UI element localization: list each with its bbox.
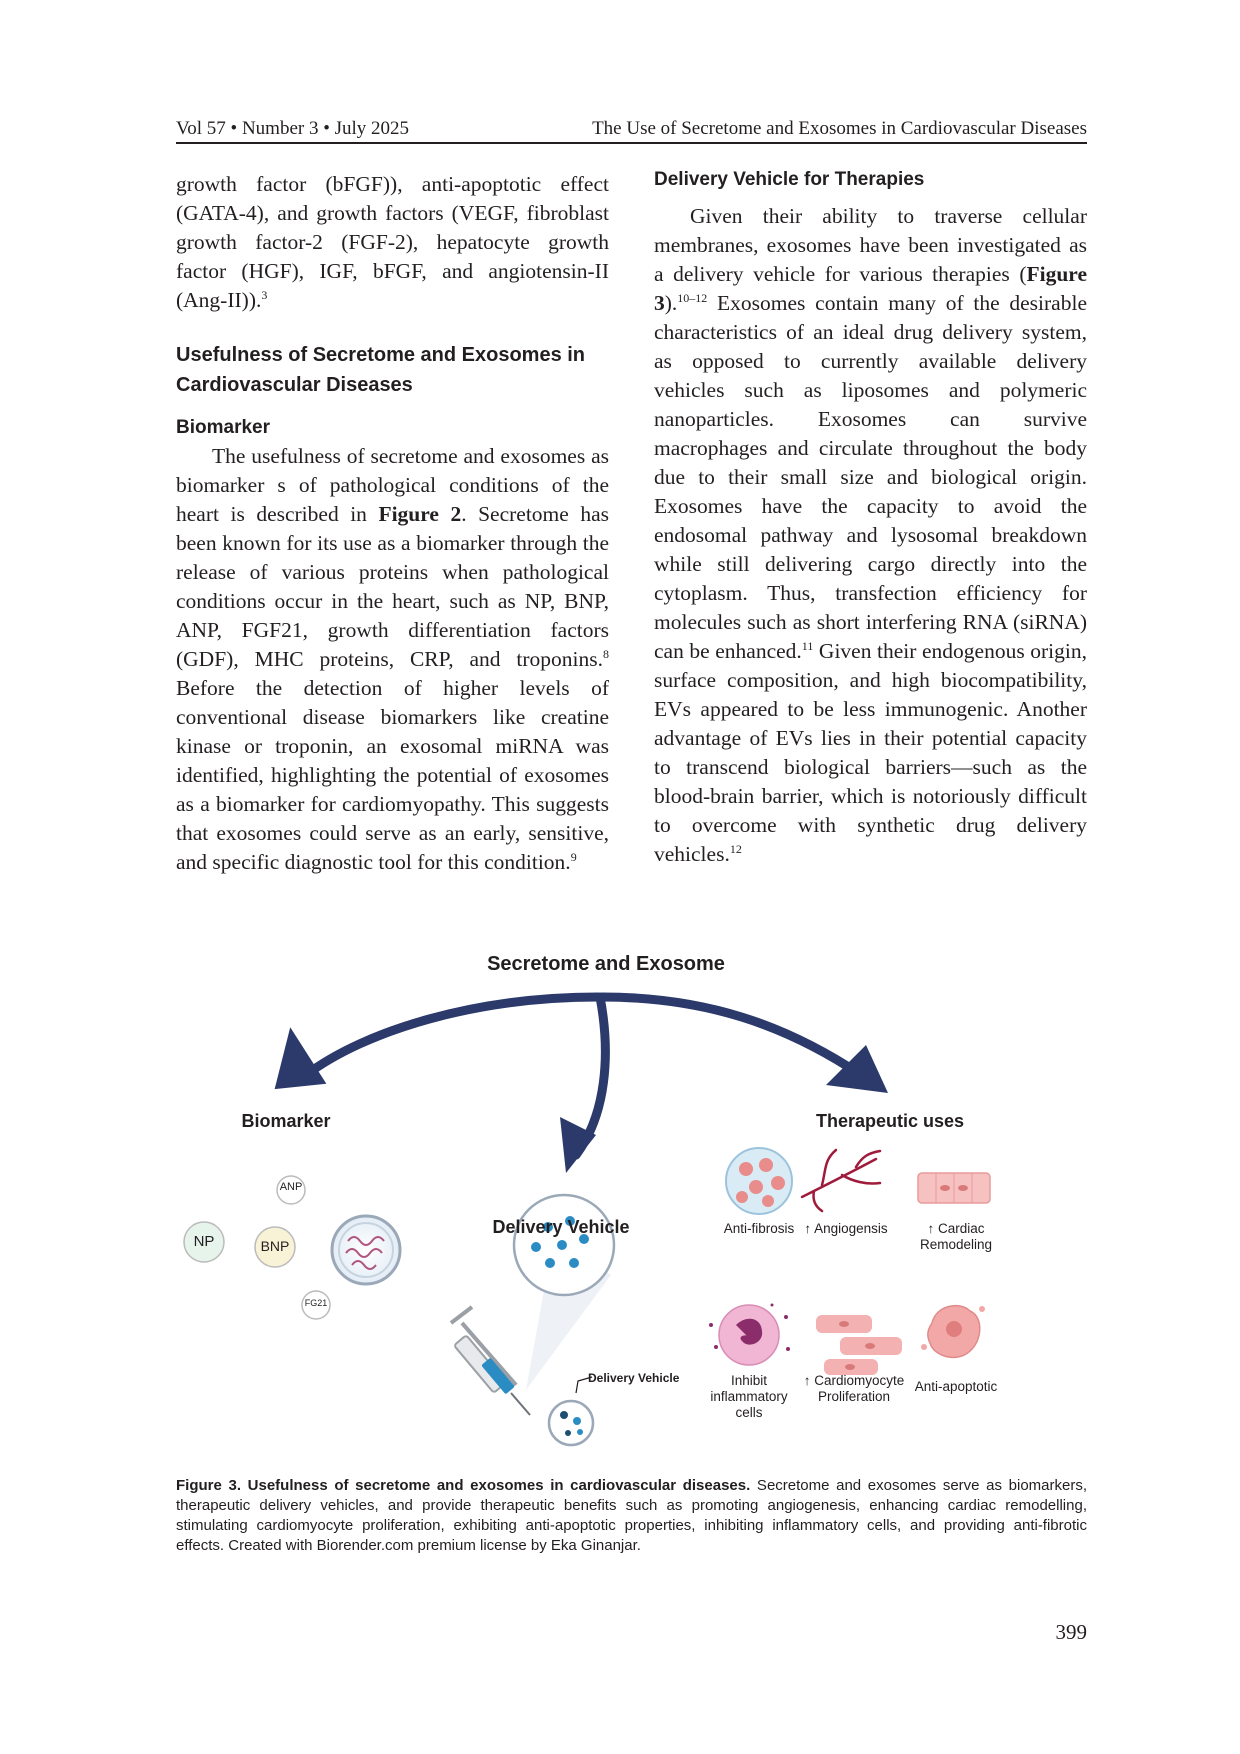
reference-11[interactable]: 11 <box>801 639 814 653</box>
reference-10-12[interactable]: 10–12 <box>677 291 708 305</box>
cardiac-remodeling-icon <box>917 1172 991 1204</box>
np-label: NP <box>193 1233 215 1250</box>
delivery-vehicle-small-label: Delivery Vehicle <box>588 1371 680 1385</box>
cardiac-remodeling-label-1: ↑ Cardiac <box>927 1221 985 1236</box>
biomarker-text-3: Before the detection of higher levels of… <box>176 676 609 874</box>
figure-3-link[interactable]: Figure 3 <box>654 262 1087 315</box>
running-title: The Use of Secretome and Exosomes in Car… <box>592 118 1087 139</box>
anti-fibrosis-label: Anti-fibrosis <box>723 1221 795 1236</box>
np-molecule <box>183 1221 225 1263</box>
arrow-to-therapeutic <box>597 992 888 1093</box>
right-column: Delivery Vehicle for Therapies Given the… <box>654 169 1087 869</box>
anp-molecule <box>276 1175 306 1205</box>
biomarker-text-1: The usefulness of secretome and exosomes… <box>176 444 609 526</box>
anti-apoptotic-label: Anti-apoptotic <box>914 1379 998 1394</box>
reference-8[interactable]: 8 <box>603 647 609 661</box>
inhibit-label-3: cells <box>735 1405 763 1420</box>
proliferation-label-1: ↑ Cardiomyocyte <box>803 1373 905 1388</box>
cardiac-remodeling-label-2: Remodeling <box>919 1237 993 1252</box>
arrow-to-delivery <box>560 992 610 1173</box>
caption-label: Figure 3. Usefulness of secretome and ex… <box>176 1477 751 1494</box>
biomarker-text-2: . Secretome has been known for its use a… <box>176 502 609 671</box>
delivery-paragraph: Given their ability to traverse cellular… <box>654 202 1087 869</box>
reference-3[interactable]: 3 <box>261 288 268 302</box>
proliferation-label-2: Proliferation <box>817 1389 891 1404</box>
delivery-text-1: Given their ability to traverse cellular… <box>654 204 1087 286</box>
page-number: 399 <box>1055 1620 1088 1644</box>
biomarker-heading: Biomarker <box>241 1111 331 1131</box>
delivery-leader-line <box>575 1376 593 1394</box>
section-heading: Usefulness of Secretome and Exosomes in … <box>176 344 586 396</box>
cardiomyocyte-proliferation-icon <box>816 1315 902 1375</box>
caption-text: Secretome and exosomes serve as biomarke… <box>176 1477 1087 1554</box>
bnp-label: BNP <box>260 1238 290 1254</box>
left-column: growth factor (bFGF)), anti-apoptotic ef… <box>176 170 609 877</box>
therapeutic-heading: Therapeutic uses <box>815 1111 965 1131</box>
reference-12[interactable]: 12 <box>729 842 742 856</box>
vesicle-zoom-icon <box>512 1193 616 1297</box>
figure-caption: Figure 3. Usefulness of secretome and ex… <box>176 1476 1087 1556</box>
anti-apoptotic-icon <box>921 1304 985 1359</box>
journal-issue: Vol 57 • Number 3 • July 2025 <box>176 118 410 139</box>
delivery-heading: Delivery Vehicle <box>492 1217 630 1237</box>
anp-label: ANP <box>279 1181 303 1193</box>
inhibit-label-1: Inhibit <box>730 1373 768 1388</box>
delivery-text-4: Given their endogenous origin, surface c… <box>654 639 1087 866</box>
figure-title: Secretome and Exosome <box>487 953 725 975</box>
continuation-text: growth factor (bFGF)), anti-apoptotic ef… <box>176 172 609 312</box>
angiogenesis-icon <box>800 1148 882 1213</box>
fg21-label: FG21 <box>304 1298 328 1308</box>
angiogenesis-label: ↑ Angiogensis <box>804 1221 888 1236</box>
biomarker-paragraph: The usefulness of secretome and exosomes… <box>176 442 609 877</box>
reference-9[interactable]: 9 <box>570 850 577 864</box>
inflammatory-cell-icon <box>709 1303 790 1366</box>
continuation-paragraph: growth factor (bFGF)), anti-apoptotic ef… <box>176 170 609 315</box>
figure-3: Secretome and Exosome Biomarker Delivery… <box>176 945 1087 1465</box>
syringe-icon <box>449 1305 531 1416</box>
anti-fibrosis-icon <box>725 1147 793 1215</box>
bnp-molecule <box>254 1226 296 1268</box>
arrow-to-biomarker <box>274 992 603 1090</box>
running-header: Vol 57 • Number 3 • July 2025 The Use of… <box>176 118 1087 144</box>
biomarker-subheading: Biomarker <box>176 417 270 438</box>
delivery-vesicle-icon <box>547 1399 595 1447</box>
delivery-subheading: Delivery Vehicle for Therapies <box>654 169 925 190</box>
fg21-molecule <box>301 1290 331 1320</box>
figure-2-link[interactable]: Figure 2 <box>378 502 462 526</box>
exosome-mirna-icon <box>330 1214 402 1286</box>
figure-illustration <box>183 992 991 1447</box>
inhibit-label-2: inflammatory <box>710 1389 788 1404</box>
delivery-text-2: ). <box>664 291 678 315</box>
delivery-text-3: Exosomes contain many of the desirable c… <box>654 291 1087 663</box>
